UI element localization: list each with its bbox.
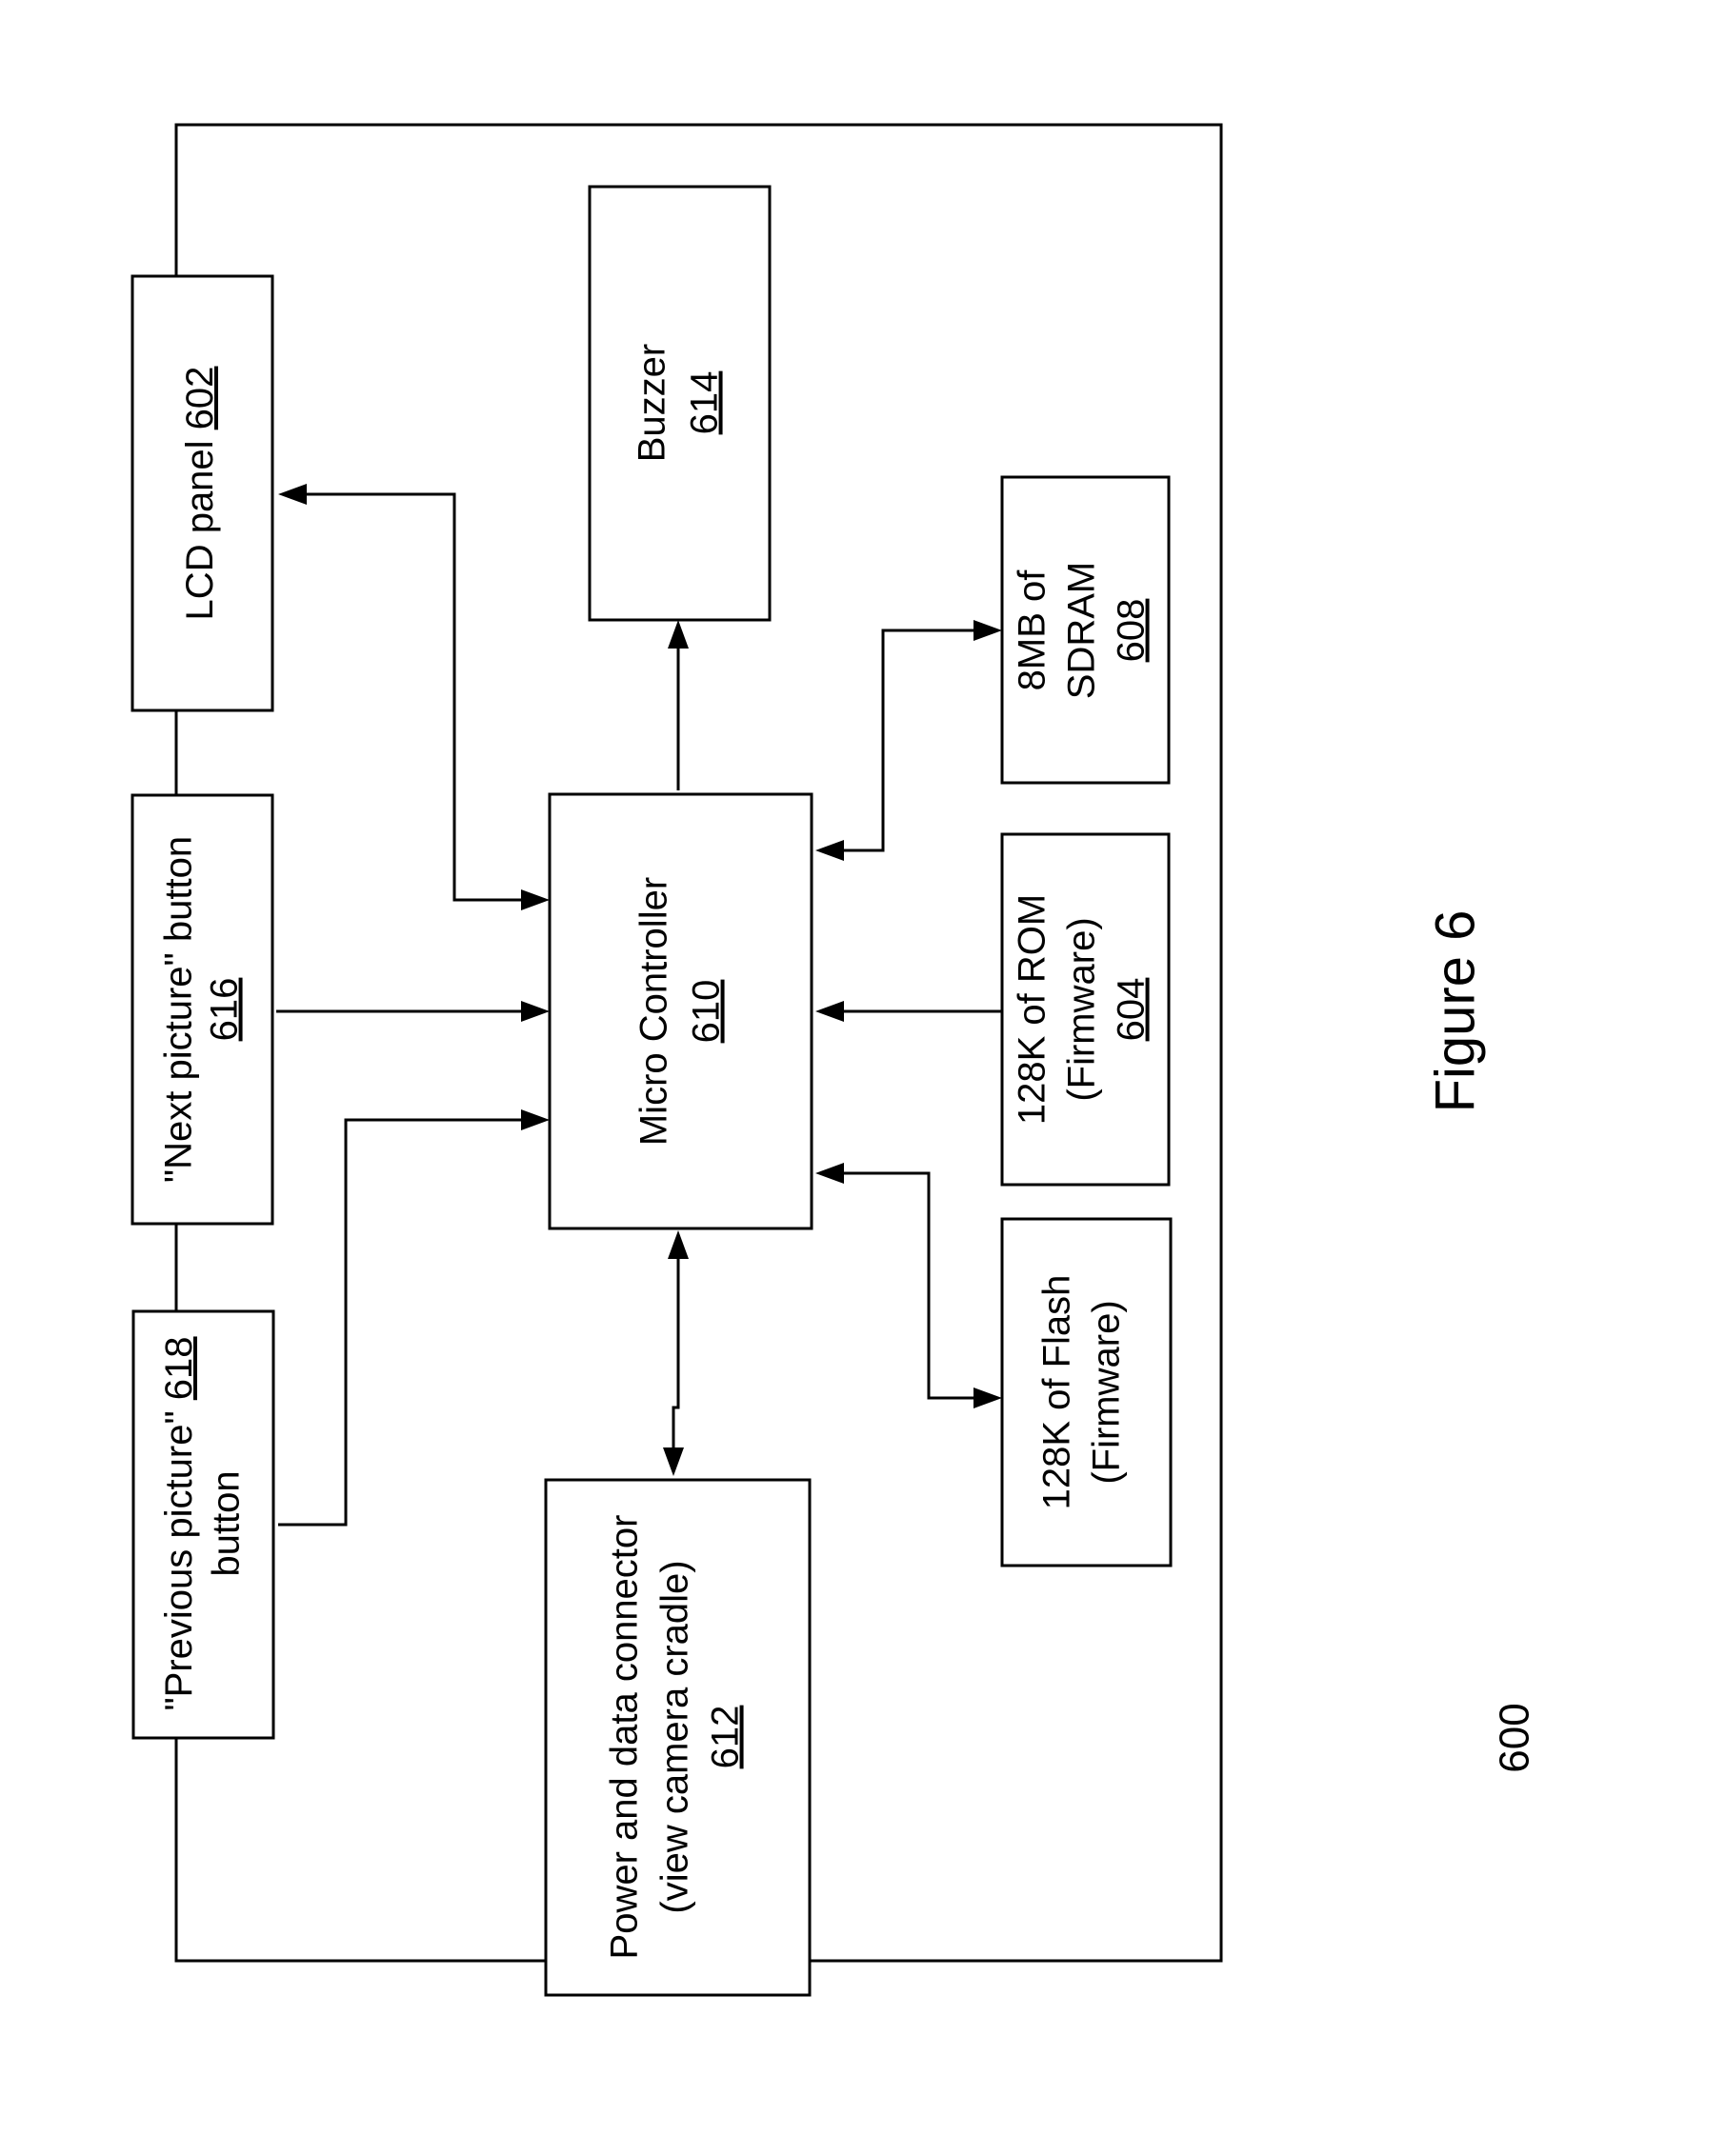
lcd-panel-label: LCD panel 602 [179,367,221,621]
prev-button-label-line2: button [206,1470,248,1576]
sdram-label: 8MB of [1012,569,1054,691]
figure-ref-number: 600 [1492,1703,1538,1772]
arrowhead-mc-from-sdram [815,840,844,861]
micro-controller-block: Micro Controller 610 [550,794,812,1228]
arrowhead-mc-from-next [521,1001,550,1022]
next-button-block: "Next picture" button 616 [132,795,272,1224]
flash-label-line2: (Firmware) [1086,1300,1128,1484]
prev-button-box [133,1311,273,1738]
rom-label: 128K of ROM [1012,894,1054,1125]
micro-controller-box [550,794,812,1228]
prev-button-block: "Previous picture" 618 button [133,1311,273,1738]
micro-controller-label: Micro Controller [633,877,675,1146]
arrowhead-mc-from-rom [815,1001,844,1022]
sdram-block: 8MB of SDRAM 608 [1002,477,1169,783]
rom-label-line2: (Firmware) [1061,917,1103,1101]
next-button-box [132,795,272,1224]
power-connector-ref: 612 [705,1706,747,1769]
figure-label: Figure 6 [1424,910,1486,1113]
mc-power-connection [673,1248,678,1459]
arrowhead-sdram [973,620,1002,641]
arrowhead-buzzer [668,620,689,649]
rom-block: 128K of ROM (Firmware) 604 [1002,834,1169,1185]
power-connector-block: Power and data connector (view camera cr… [546,1480,810,1995]
mc-sdram-connection [840,630,980,850]
prev-button-label: "Previous picture" 618 [158,1336,200,1710]
next-button-ref: 616 [204,978,246,1042]
mc-lcd-connection [286,494,533,900]
prev-button-ref: 618 [158,1336,200,1400]
flash-label: 128K of Flash [1036,1275,1078,1510]
lcd-panel-ref: 602 [179,367,221,430]
arrowhead-mc-from-prev [521,1109,550,1130]
sdram-ref: 608 [1111,599,1153,663]
arrowhead-flash [973,1387,1002,1408]
mc-flash-connection [840,1173,980,1398]
buzzer-label: Buzzer [632,344,673,463]
lcd-panel-block: LCD panel 602 [132,276,272,710]
arrowhead-mc-from-power [668,1230,689,1259]
next-button-label: "Next picture" button [158,836,200,1183]
prev-button-mc-connection [278,1120,533,1525]
buzzer-block: Buzzer 614 [590,187,770,620]
arrowhead-mc-from-lcd [521,889,550,910]
power-connector-label-line2: (view camera cradle) [654,1560,696,1913]
arrowhead-power [663,1447,684,1476]
power-connector-label: Power and data connector [604,1515,646,1960]
buzzer-ref: 614 [684,371,726,435]
sdram-label-line2: SDRAM [1061,562,1103,699]
flash-block: 128K of Flash (Firmware) [1002,1219,1171,1566]
arrowhead-mc-from-flash [815,1163,844,1184]
micro-controller-ref: 610 [686,980,728,1044]
rom-ref: 604 [1111,978,1153,1042]
buzzer-box [590,187,770,620]
arrowhead-lcd [278,484,307,505]
